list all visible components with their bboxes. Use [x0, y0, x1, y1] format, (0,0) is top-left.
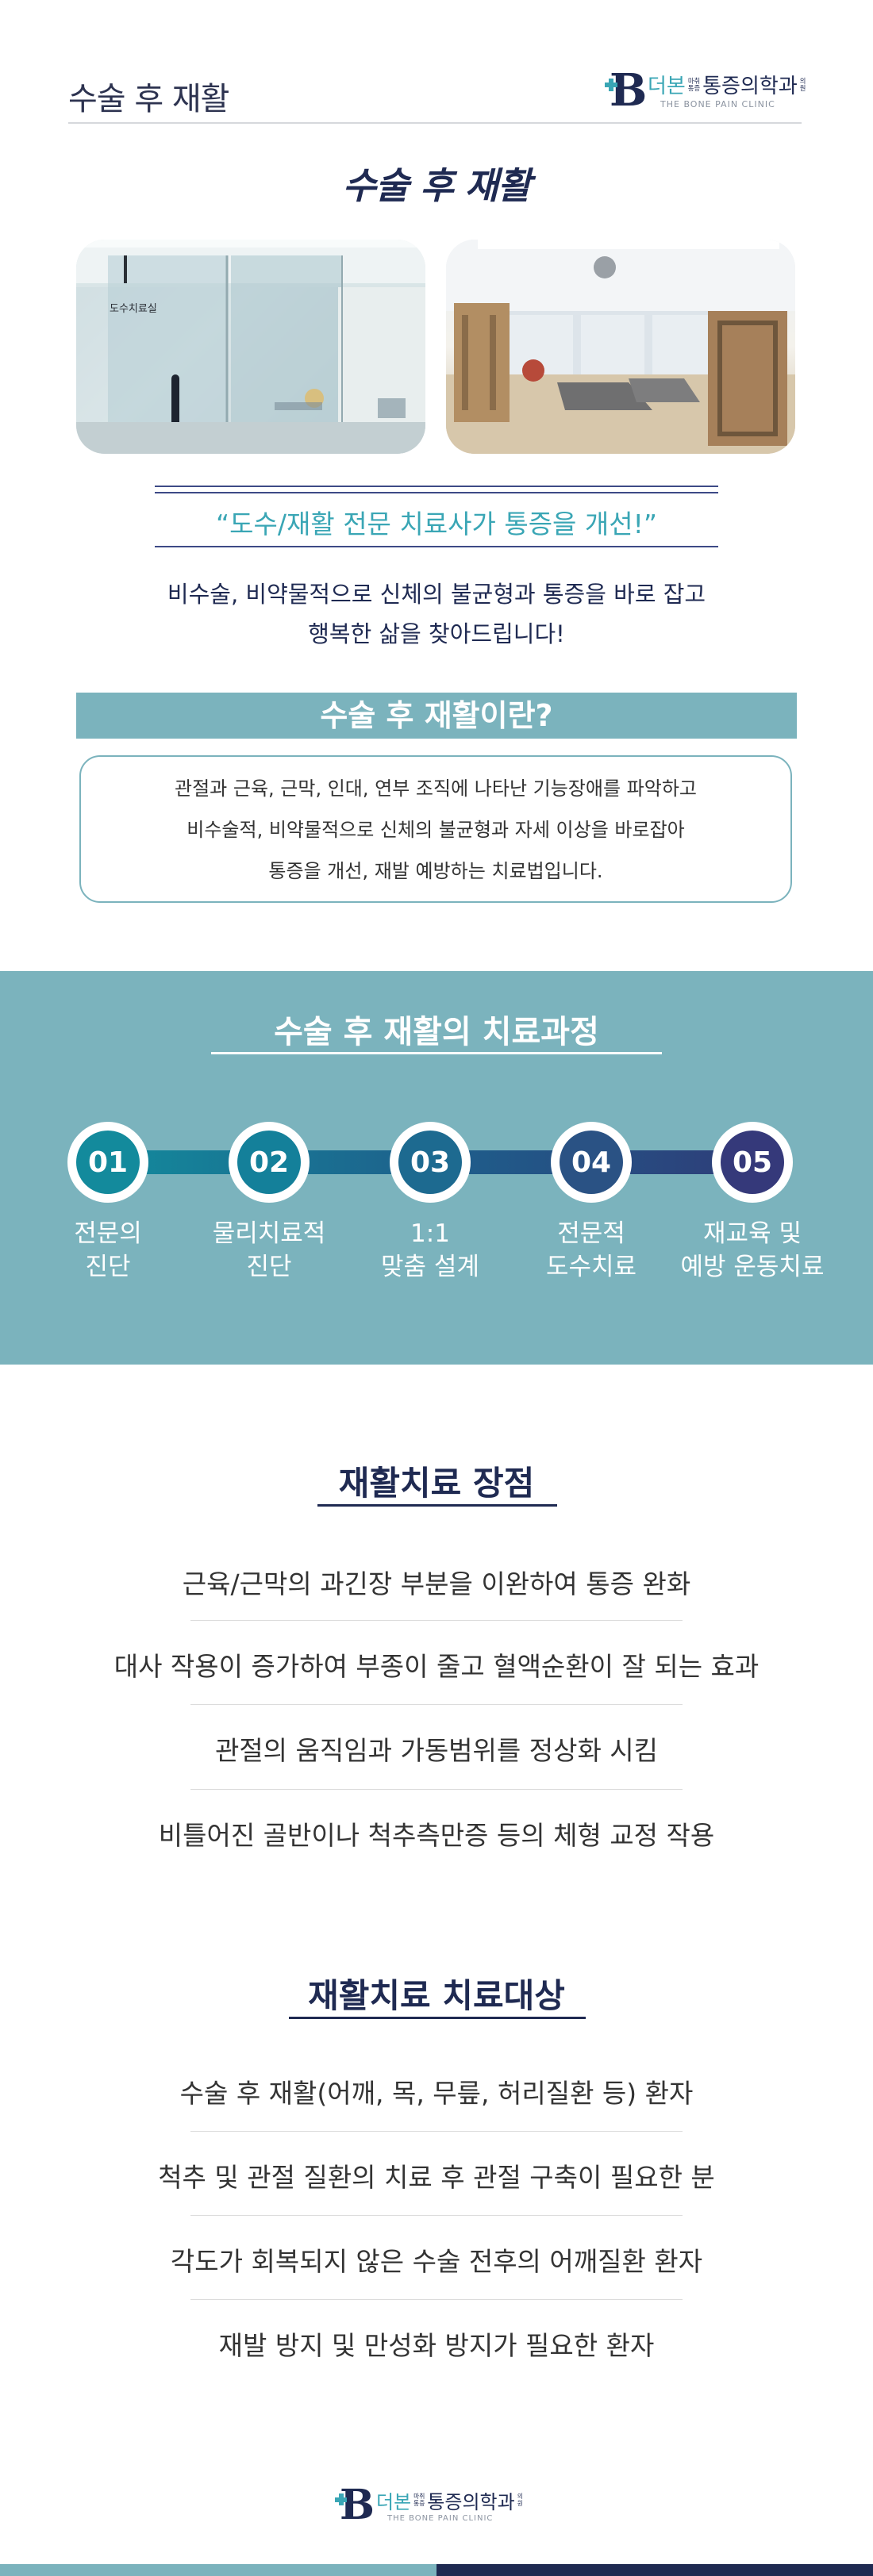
target-separator	[190, 2299, 683, 2300]
step-number: 05	[721, 1131, 784, 1194]
process-step-3: 03	[390, 1122, 471, 1203]
photo-1-sign-text: 도수치료실	[110, 303, 157, 315]
benefits-heading: 재활치료 장점	[338, 1464, 535, 1503]
targets-heading-underline	[289, 2017, 586, 2019]
footer-logo-prefix: 더본	[376, 2491, 412, 2513]
rehab-gym-illustration	[446, 240, 795, 454]
quote-box: “도수/재활 전문 치료사가 통증을 개선!”	[155, 486, 718, 547]
benefit-separator	[190, 1789, 683, 1790]
what-is-description: 관절과 근육, 근막, 인대, 연부 조직에 나타난 기능장애를 파악하고 비수…	[79, 755, 792, 903]
logo-name-prefix: 더본	[648, 75, 686, 98]
intro-text: 비수술, 비약물적으로 신체의 불균형과 통증을 바로 잡고 행복한 삶을 찾아…	[167, 581, 706, 647]
footer-bar-teal	[0, 2564, 436, 2576]
benefit-separator	[190, 1704, 683, 1705]
step-number: 01	[76, 1131, 140, 1194]
benefit-item-1: 근육/근막의 과긴장 부분을 이완하여 통증 완화	[182, 1568, 691, 1599]
target-separator	[190, 2131, 683, 2132]
benefit-item-4: 비틀어진 골반이나 척추측만증 등의 체형 교정 작용	[158, 1820, 715, 1851]
step-number: 02	[237, 1131, 301, 1194]
hero-heading: 수술 후 재활	[342, 164, 532, 207]
target-item-2: 척추 및 관절 질환의 치료 후 관절 구축이 필요한 분	[158, 2162, 715, 2193]
benefit-item-2: 대사 작용이 증가하여 부종이 줄고 혈액순환이 잘 되는 효과	[113, 1651, 760, 1682]
process-step-4: 04	[551, 1122, 632, 1203]
header-divider	[68, 122, 802, 124]
process-step-5: 05	[712, 1122, 793, 1203]
logo-mark-icon: B	[605, 68, 647, 113]
process-step-2: 02	[229, 1122, 310, 1203]
target-separator	[190, 2215, 683, 2216]
benefits-heading-underline	[317, 1504, 557, 1507]
clinic-room-photo-1: 도수치료실	[76, 240, 425, 454]
logo-subtitle: THE BONE PAIN CLINIC	[660, 99, 775, 109]
step-number: 04	[560, 1131, 623, 1194]
footer-bar-navy	[436, 2564, 873, 2576]
page-title: 수술 후 재활	[68, 81, 229, 117]
quote-text: “도수/재활 전문 치료사가 통증을 개선!”	[216, 509, 657, 539]
glass-door-illustration	[76, 240, 425, 454]
what-is-heading: 수술 후 재활이란?	[76, 693, 797, 739]
footer-logo-subtitle: THE BONE PAIN CLINIC	[387, 2514, 494, 2523]
step-number: 03	[398, 1131, 462, 1194]
targets-heading: 재활치료 치료대상	[308, 1976, 565, 2015]
footer-logo-main: 통증의학과	[427, 2491, 515, 2513]
benefit-separator	[190, 1620, 683, 1621]
process-heading-underline	[211, 1052, 662, 1054]
target-item-1: 수술 후 재활(어깨, 목, 무릎, 허리질환 등) 환자	[179, 2078, 694, 2109]
footer-logo-mark-icon: B	[335, 2485, 375, 2526]
logo-name-main: 통증의학과	[702, 75, 798, 98]
clinic-room-photo-2	[446, 240, 795, 454]
benefit-item-3: 관절의 움직임과 가동범위를 정상화 시킴	[214, 1735, 659, 1766]
process-step-1: 01	[67, 1122, 148, 1203]
process-heading: 수술 후 재활의 치료과정	[274, 1014, 599, 1050]
target-item-4: 재발 방지 및 만성화 방지가 필요한 환자	[218, 2330, 655, 2361]
target-item-3: 각도가 회복되지 않은 수술 전후의 어깨질환 환자	[170, 2246, 703, 2277]
